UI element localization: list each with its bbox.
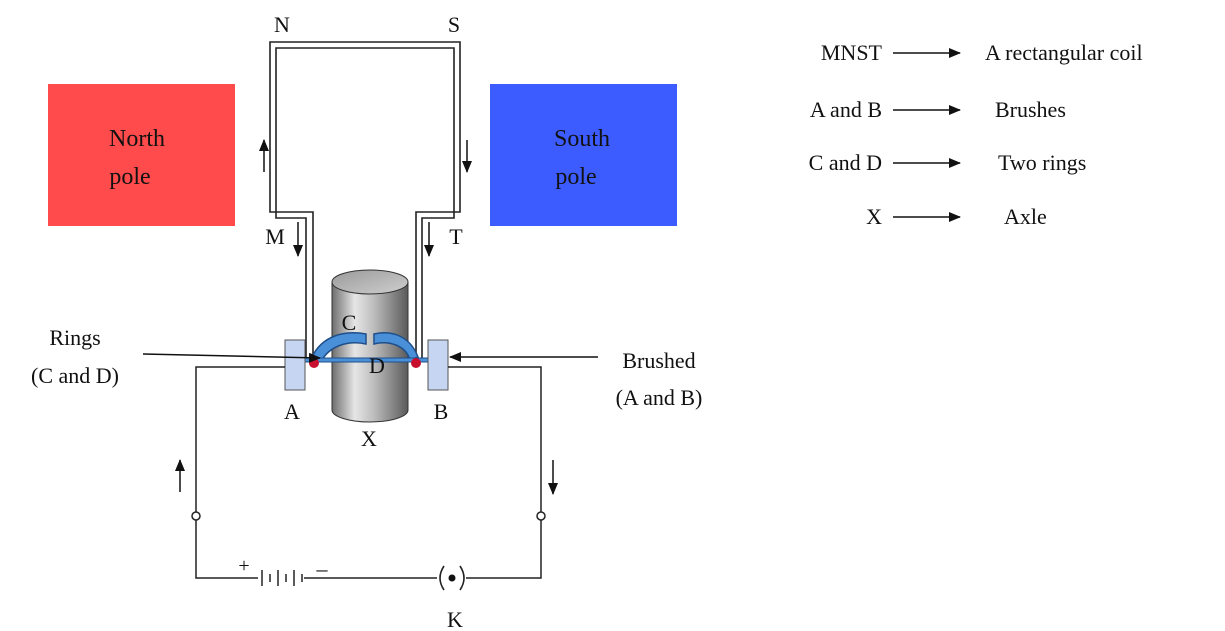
south-pole-magnet (490, 84, 677, 226)
legend-key: C and D (809, 150, 882, 175)
battery-plus-sign: + (238, 555, 249, 577)
ring-c (310, 332, 367, 361)
legend-value: Two rings (998, 150, 1086, 175)
legend-item: MNST A rectangular coil (821, 40, 1143, 65)
ring-label-c: C (342, 310, 357, 335)
legend-item: C and D Two rings (809, 150, 1087, 175)
north-pole-magnet (48, 84, 235, 226)
coil-label-m: M (265, 224, 285, 249)
brush-b (427, 339, 449, 391)
key-switch (439, 565, 465, 591)
north-pole-label-line2: pole (109, 164, 150, 190)
legend-value: Axle (1004, 204, 1047, 229)
legend-value: Brushes (995, 97, 1066, 122)
ring-label-d: D (369, 353, 385, 378)
legend: MNST A rectangular coil A and B Brushes … (809, 40, 1143, 229)
brush-label-a: A (284, 399, 300, 424)
rectangular-coil (269, 41, 461, 360)
current-arrows (175, 139, 558, 495)
contact-point-a (309, 358, 319, 368)
coil-label-n: N (274, 12, 290, 37)
terminal-right (536, 511, 546, 521)
legend-value: A rectangular coil (985, 40, 1143, 65)
key-label-k: K (447, 607, 463, 631)
terminal-left (191, 511, 201, 521)
battery (261, 570, 303, 586)
axle-label-x: X (361, 426, 377, 451)
rings-callout-line2: (C and D) (31, 363, 119, 388)
south-pole-label-line1: South (554, 126, 610, 152)
coil-label-t: T (449, 224, 463, 249)
rings-callout-line1: Rings (49, 325, 100, 350)
legend-item: X Axle (866, 204, 1047, 229)
external-circuit (195, 366, 542, 579)
key-plug (448, 574, 456, 582)
axle (331, 269, 409, 423)
rings-callout-pointer (142, 352, 321, 363)
battery-minus-sign: – (316, 556, 329, 581)
ring-d (373, 332, 419, 361)
coil-label-s: S (448, 12, 460, 37)
legend-item: A and B Brushes (810, 97, 1066, 122)
legend-key: X (866, 204, 882, 229)
brushes-callout-line1: Brushed (622, 348, 695, 373)
brush-label-b: B (434, 399, 449, 424)
north-pole-label-line1: North (109, 126, 165, 152)
contact-point-b (411, 358, 421, 368)
legend-key: MNST (821, 40, 883, 65)
legend-key: A and B (810, 97, 882, 122)
brush-a (284, 339, 306, 391)
brushes-callout-line2: (A and B) (616, 385, 703, 410)
south-pole-label-line2: pole (555, 164, 596, 190)
